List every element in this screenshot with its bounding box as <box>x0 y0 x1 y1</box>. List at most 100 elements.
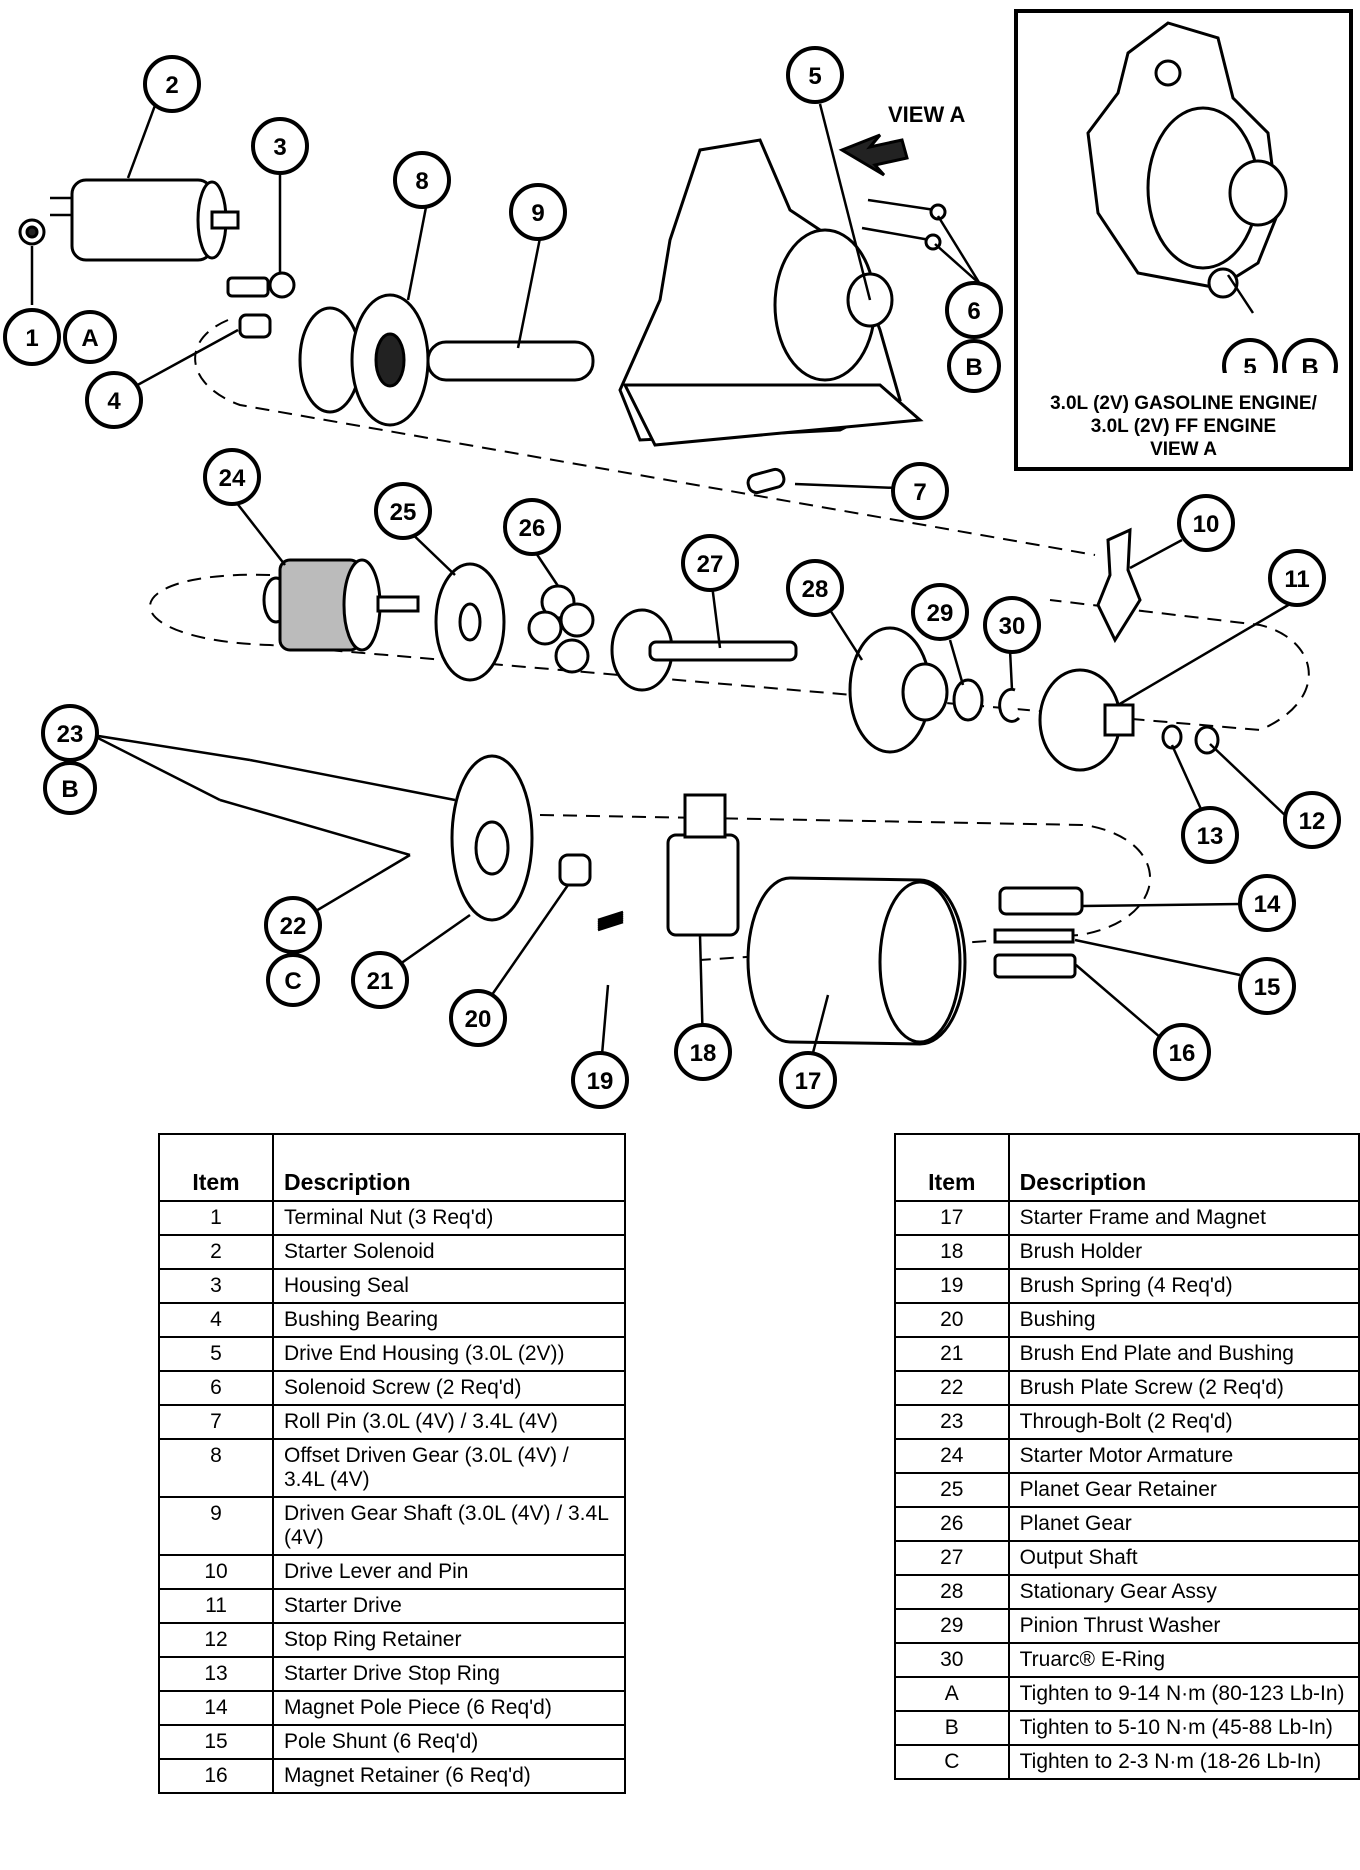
bushing-part <box>558 853 592 887</box>
callout-20: 20 <box>449 989 507 1047</box>
view-a-housing-drawing: 5 B <box>1086 21 1338 373</box>
brush-end-plate-part <box>450 754 534 922</box>
legend-item-number: 26 <box>894 1506 1010 1542</box>
legend-item-number: 2 <box>158 1234 274 1270</box>
legend-item-number: 27 <box>894 1540 1010 1576</box>
legend-item-number: 22 <box>894 1370 1010 1406</box>
callout-C: C <box>266 953 320 1007</box>
callout-14: 14 <box>1238 874 1296 932</box>
truarc-e-ring-part <box>998 687 1021 723</box>
svg-text:A: A <box>81 325 98 352</box>
legend-item-number: 24 <box>894 1438 1010 1474</box>
svg-text:13: 13 <box>1197 823 1224 850</box>
legend-item-description: Housing Seal <box>272 1268 626 1304</box>
svg-text:10: 10 <box>1193 511 1220 538</box>
svg-text:2: 2 <box>165 72 178 99</box>
svg-text:5: 5 <box>1243 354 1256 373</box>
svg-text:15: 15 <box>1254 974 1281 1001</box>
drive-end-housing-part <box>618 138 924 447</box>
view-a-inset: 5 B 3.0L (2V) GASOLINE ENGINE/ 3.0L (2V)… <box>1014 9 1353 471</box>
callout-10: 10 <box>1177 494 1235 552</box>
svg-text:19: 19 <box>587 1068 614 1095</box>
legend-item-description: Drive End Housing (3.0L (2V)) <box>272 1336 626 1372</box>
legend-item-description: Brush Holder <box>1007 1234 1360 1270</box>
svg-text:C: C <box>284 968 301 995</box>
callout-16: 16 <box>1153 1023 1211 1081</box>
legend-header-item: Item <box>158 1133 274 1202</box>
legend-item-description: Through-Bolt (2 Req'd) <box>1007 1404 1360 1440</box>
brush-holder-part <box>666 793 740 937</box>
callout-9: 9 <box>509 183 567 241</box>
legend-item-number: 6 <box>158 1370 274 1406</box>
svg-text:18: 18 <box>690 1040 717 1067</box>
svg-text:14: 14 <box>1254 891 1281 918</box>
legend-item-description: Tighten to 5-10 N·m (45-88 Lb-In) <box>1007 1710 1360 1746</box>
legend-item-description: Starter Motor Armature <box>1007 1438 1360 1474</box>
exploded-view-diagram: VIEW A <box>3 46 1341 1109</box>
starter-drive-part <box>1038 668 1135 772</box>
legend-item-number: 23 <box>894 1404 1010 1440</box>
callout-19: 19 <box>571 1051 629 1109</box>
callout-22: 22 <box>264 896 322 954</box>
legend-item-number: 28 <box>894 1574 1010 1610</box>
callout-4: 4 <box>85 371 143 429</box>
legend-item-description: Bushing Bearing <box>272 1302 626 1338</box>
legend-item-number: A <box>894 1676 1010 1712</box>
svg-text:7: 7 <box>913 479 926 506</box>
svg-text:21: 21 <box>367 968 394 995</box>
legend-item-number: 9 <box>158 1496 274 1556</box>
legend-item-description: Planet Gear <box>1007 1506 1360 1542</box>
svg-text:20: 20 <box>465 1006 492 1033</box>
starter-motor-armature-part <box>262 558 420 652</box>
legend-item-description: Pinion Thrust Washer <box>1007 1608 1360 1644</box>
solenoid-screw-part <box>861 198 947 251</box>
svg-text:B: B <box>1301 354 1318 373</box>
callout-B1: B <box>947 339 1001 393</box>
callout-2: 2 <box>143 55 201 113</box>
legend-item-description: Brush Spring (4 Req'd) <box>1007 1268 1360 1304</box>
svg-text:4: 4 <box>107 388 121 415</box>
svg-text:23: 23 <box>57 721 84 748</box>
legend-header-description: Description <box>1007 1133 1360 1202</box>
svg-text:12: 12 <box>1299 808 1326 835</box>
legend-item-number: 18 <box>894 1234 1010 1270</box>
svg-text:9: 9 <box>531 200 544 227</box>
svg-text:B: B <box>61 776 78 803</box>
offset-driven-gear-part <box>298 293 430 427</box>
planet-gear-retainer-part <box>434 562 506 682</box>
svg-text:29: 29 <box>927 600 954 627</box>
callout-27: 27 <box>681 534 739 592</box>
roll-pin-part <box>746 467 786 495</box>
legend-item-description: Magnet Retainer (6 Req'd) <box>272 1758 626 1794</box>
legend-item-number: 13 <box>158 1656 274 1692</box>
view-a-callout-5: 5 <box>1222 338 1278 373</box>
pole-pieces-part <box>993 886 1084 979</box>
assembly-line-middle <box>149 573 1310 732</box>
starter-solenoid-part <box>50 178 240 262</box>
through-bolt-part <box>219 758 456 857</box>
legend-item-number: 19 <box>894 1268 1010 1304</box>
svg-text:24: 24 <box>219 465 246 492</box>
callout-5: 5 <box>786 46 844 104</box>
planet-gear-part <box>527 584 595 674</box>
legend-item-number: 29 <box>894 1608 1010 1644</box>
legend-item-description: Brush End Plate and Bushing <box>1007 1336 1360 1372</box>
legend-item-number: 16 <box>158 1758 274 1794</box>
brush-spring-part <box>597 910 624 932</box>
legend-item-number: 17 <box>894 1200 1010 1236</box>
